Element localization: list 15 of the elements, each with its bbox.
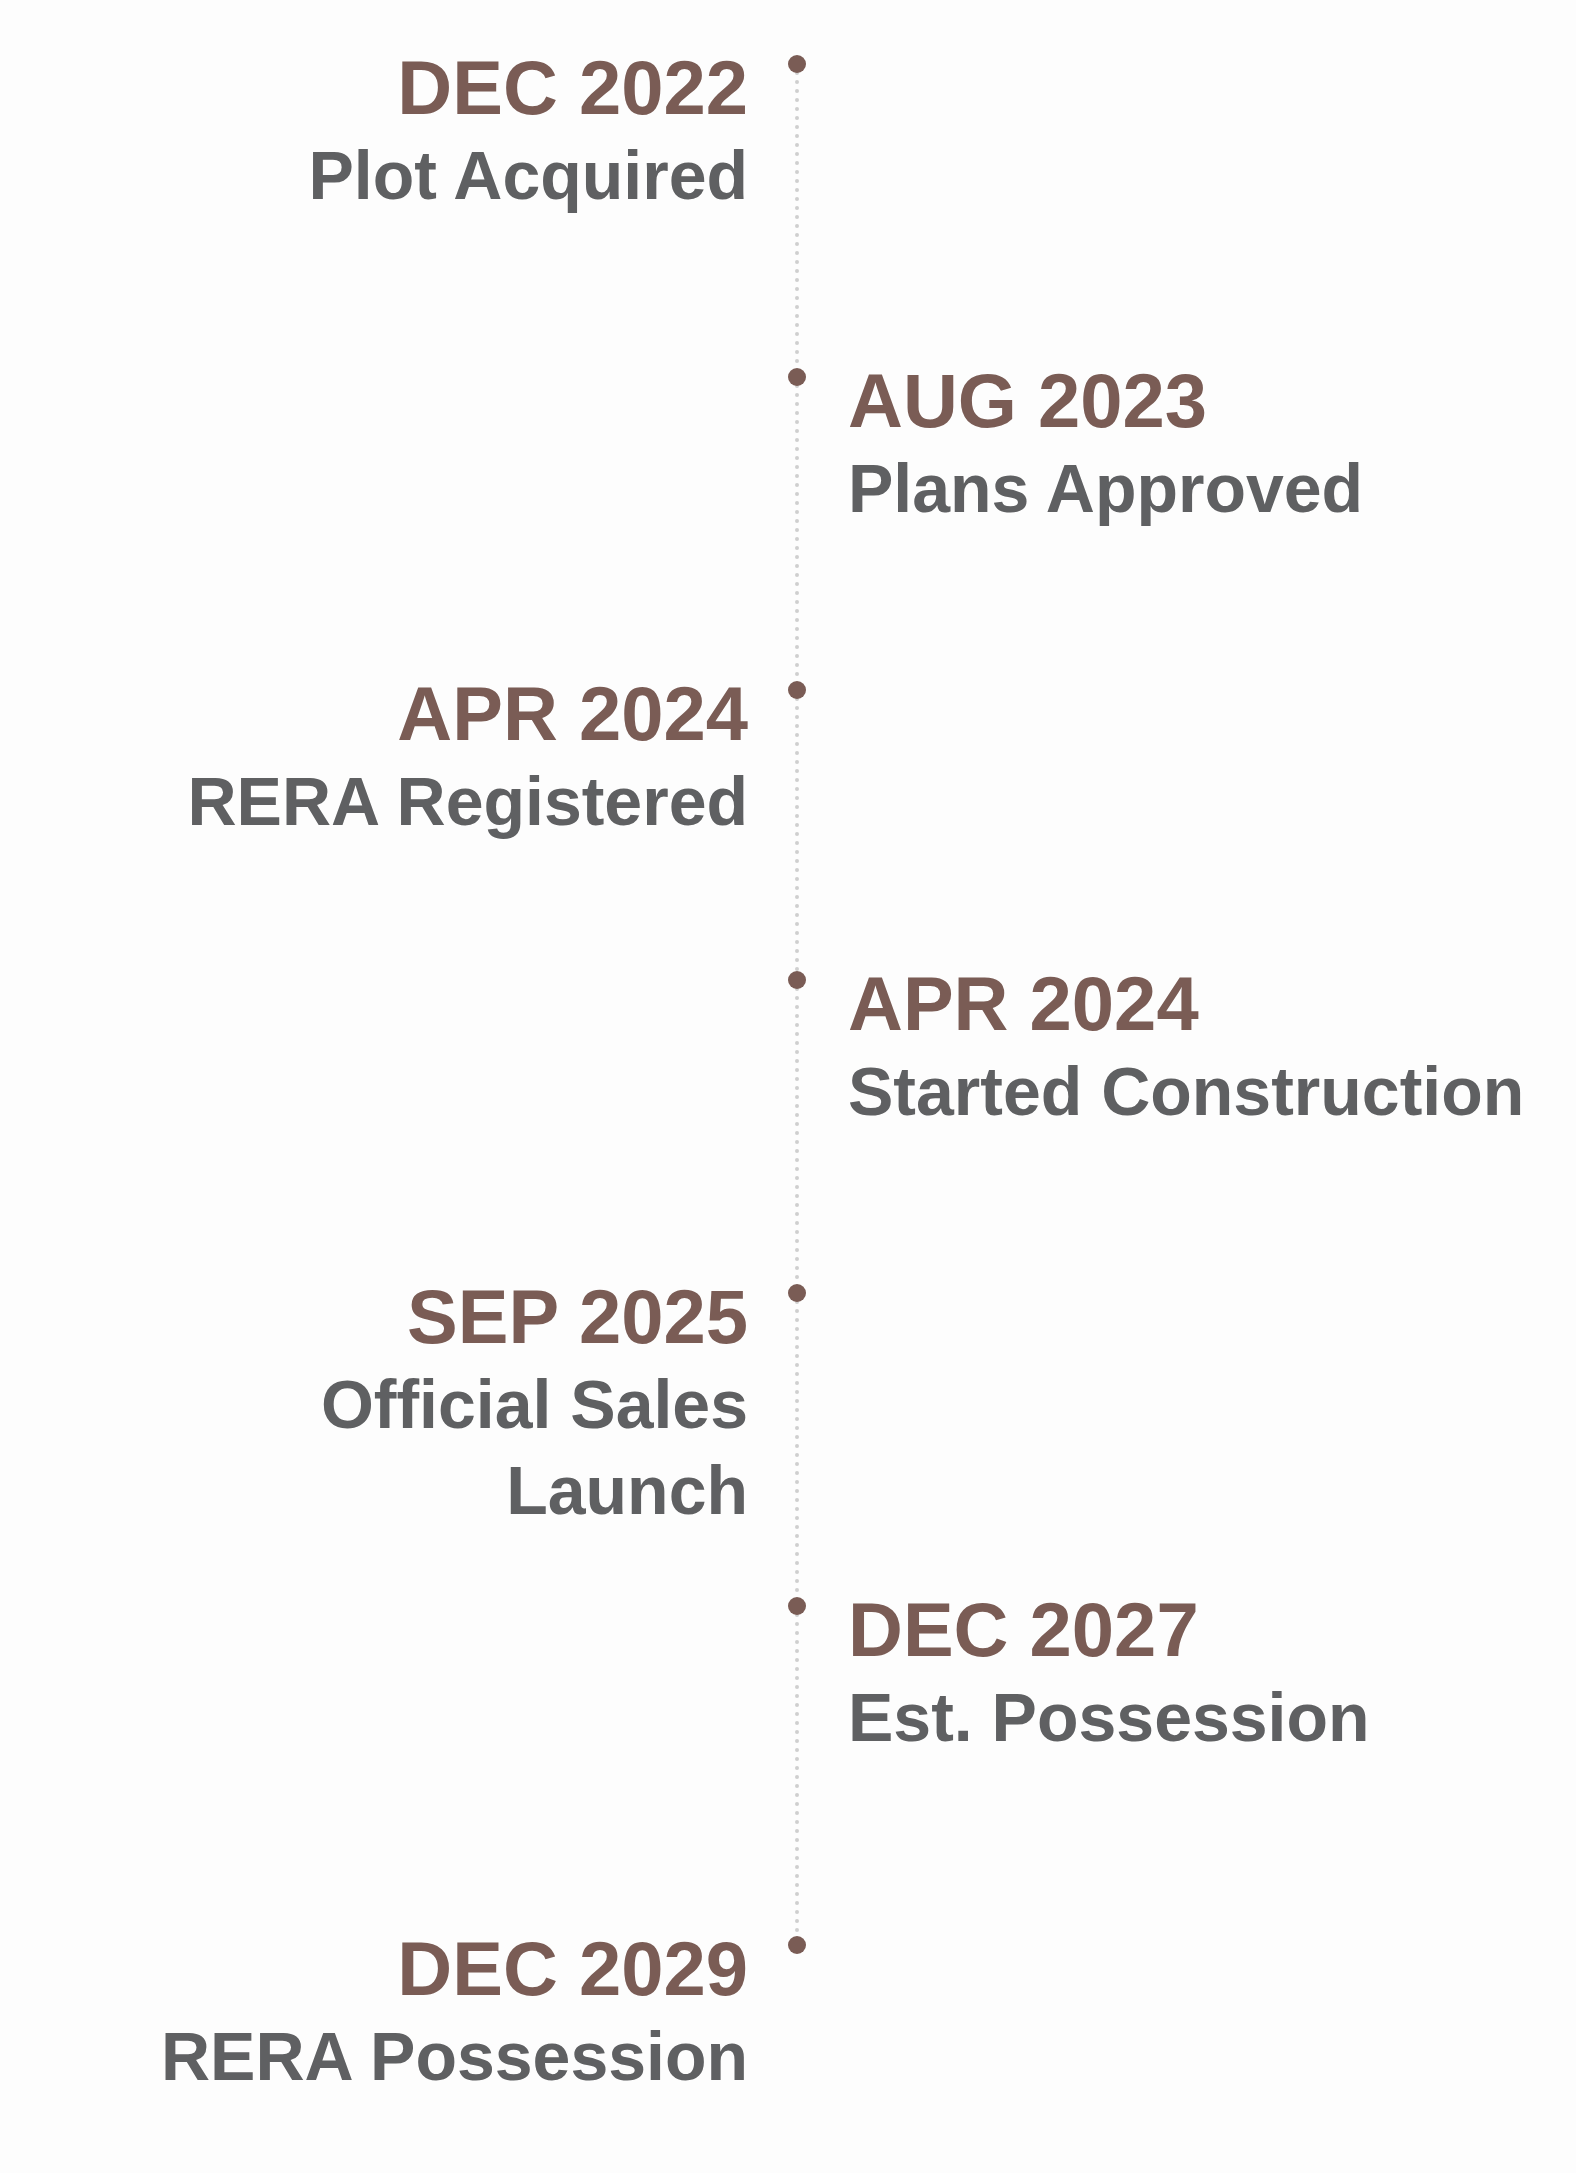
milestone-description: RERA Possession — [161, 2017, 748, 2096]
milestone-description: RERA Registered — [187, 762, 748, 841]
milestone-date: AUG 2023 — [848, 357, 1208, 445]
milestone-description: Plot Acquired — [308, 136, 748, 215]
milestone-date: APR 2024 — [848, 960, 1199, 1048]
milestone-description: Started Construction — [848, 1052, 1525, 1131]
milestone-date: DEC 2022 — [397, 44, 748, 132]
milestone-description: Plans Approved — [848, 449, 1364, 528]
milestone-date: SEP 2025 — [407, 1273, 748, 1361]
milestone-description: Est. Possession — [848, 1678, 1370, 1757]
milestone-date: APR 2024 — [397, 670, 748, 758]
milestone-date: DEC 2027 — [848, 1586, 1199, 1674]
milestone-description: Official Sales Launch — [319, 1365, 748, 1530]
milestone-date: DEC 2029 — [397, 1925, 748, 2013]
dotted-connector — [795, 697, 799, 973]
